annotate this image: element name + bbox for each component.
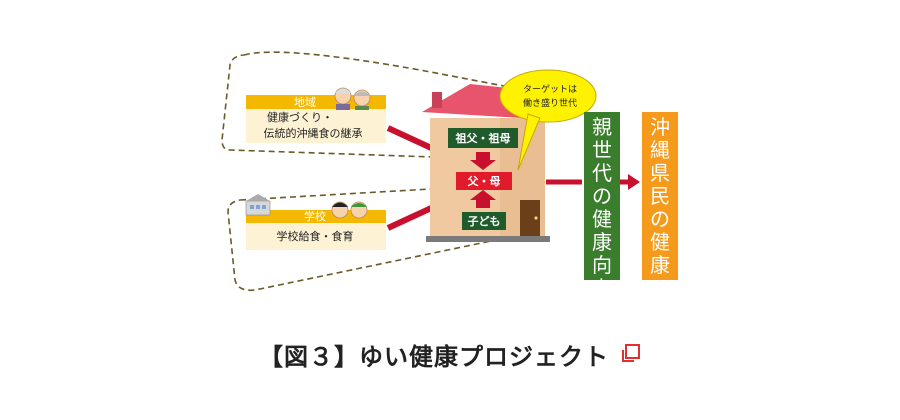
open-new-window-icon[interactable] bbox=[619, 343, 641, 365]
school-dashed-outline bbox=[227, 184, 521, 292]
house-to-health-arrow bbox=[546, 174, 640, 190]
region-label: 地域 bbox=[294, 96, 316, 109]
callout-line-1: ターゲットは bbox=[523, 83, 577, 95]
okinawa-health-char: 康 bbox=[650, 253, 670, 277]
region-panel: 地域 健康づくり・ 伝統的沖縄食の継承 bbox=[246, 87, 386, 143]
house-door bbox=[520, 200, 540, 236]
school-panel: 学校 学校給食・食育 bbox=[245, 194, 386, 250]
caption: 【図３】ゆい健康プロジェクト bbox=[0, 334, 900, 374]
parent-health-char: 親 bbox=[592, 115, 612, 139]
parent-health-char: 世 bbox=[592, 138, 612, 162]
school-building-icon bbox=[245, 194, 271, 216]
caption-title: 【図３】ゆい健康プロジェクト bbox=[259, 342, 609, 371]
okinawa-health-char: 民 bbox=[650, 184, 670, 208]
parent-health-char: 健 bbox=[592, 207, 612, 231]
target-callout: ターゲットは 働き盛り世代 bbox=[499, 69, 597, 171]
grandparents-label: 祖父・祖母 bbox=[455, 131, 511, 145]
okinawa-health-char: 県 bbox=[650, 161, 670, 185]
okinawa-health-char: 縄 bbox=[650, 138, 670, 162]
grandparents-room bbox=[448, 128, 518, 148]
children-room bbox=[462, 212, 506, 230]
okinawa-health-char: 沖 bbox=[650, 115, 670, 139]
callout-line-2: 働き盛り世代 bbox=[523, 97, 577, 109]
school-line: 学校給食・食育 bbox=[277, 229, 354, 243]
okinawa-health-char: の bbox=[650, 207, 670, 231]
parents-room bbox=[456, 172, 512, 190]
parent-health-char: 代 bbox=[592, 161, 612, 185]
parent-health-char: 康 bbox=[592, 230, 612, 254]
children-icon bbox=[331, 201, 368, 219]
parent-health-char: 上 bbox=[592, 276, 612, 300]
school-label: 学校 bbox=[304, 209, 326, 223]
region-dashed-outline bbox=[221, 51, 526, 161]
parents-label: 父・母 bbox=[467, 175, 501, 188]
region-line-1: 健康づくり・ bbox=[267, 110, 333, 124]
parent-health-char: 向 bbox=[592, 253, 612, 277]
region-line-2: 伝統的沖縄食の継承 bbox=[264, 126, 363, 140]
children-label: 子ども bbox=[468, 215, 501, 228]
elderly-couple-icon bbox=[334, 87, 371, 110]
parent-health-char: の bbox=[592, 184, 612, 208]
okinawa-health-char: 健 bbox=[650, 230, 670, 254]
